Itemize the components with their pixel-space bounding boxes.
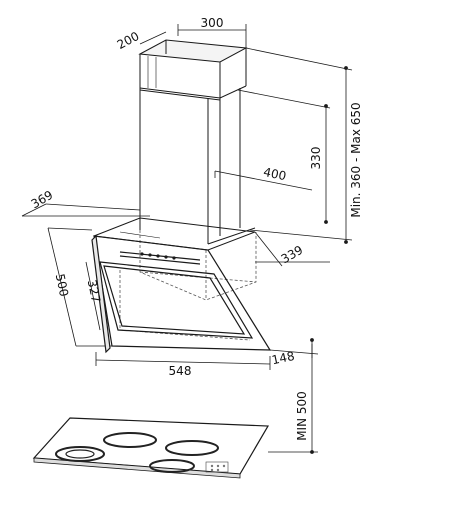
label-glass-projection: 148 <box>271 349 296 367</box>
canopy-top <box>93 217 256 251</box>
chimney <box>138 39 248 244</box>
dimension-lines <box>21 24 353 454</box>
hob <box>32 417 270 479</box>
label-canopy-depth: 369 <box>29 188 56 212</box>
label-glass-height: 500 <box>53 273 71 298</box>
label-chimney-height-range: Min. 360 - Max 650 <box>349 102 363 217</box>
hob-controls <box>205 461 229 473</box>
burners <box>55 432 219 473</box>
label-min-hob-clearance: MIN 500 <box>295 391 309 441</box>
label-chimney-depth: 200 <box>115 29 142 52</box>
label-canopy-width-top: 400 <box>262 165 287 183</box>
hidden-lines <box>119 230 257 341</box>
label-canopy-side-depth: 339 <box>279 243 306 267</box>
label-glass-inner-height: 327 <box>85 279 103 304</box>
label-glass-width: 548 <box>169 364 192 378</box>
control-buttons <box>140 252 176 260</box>
label-upper-chimney-height: 330 <box>309 147 323 170</box>
glass-panel <box>91 234 272 354</box>
label-chimney-width: 300 <box>201 16 224 30</box>
